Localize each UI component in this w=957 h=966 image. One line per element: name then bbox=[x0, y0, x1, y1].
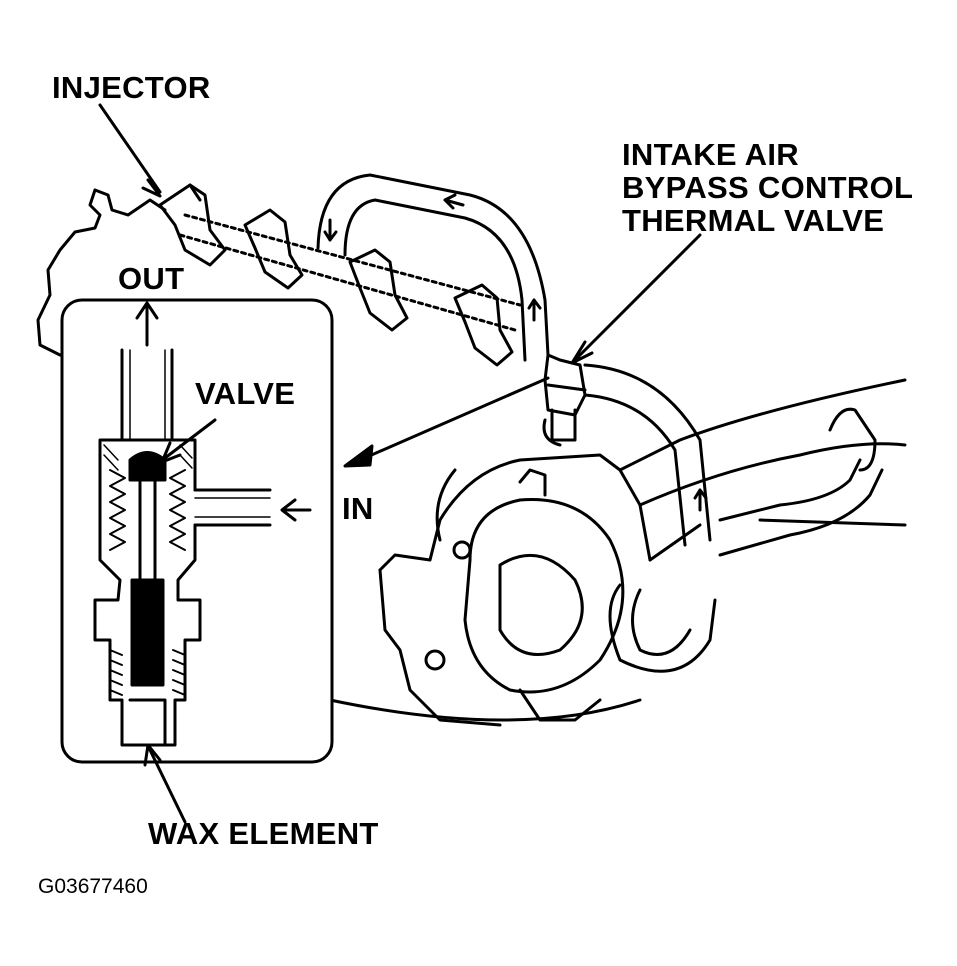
injector-label: INJECTOR bbox=[52, 70, 211, 105]
out-arrow bbox=[135, 301, 159, 347]
valve-leader bbox=[160, 418, 217, 464]
lower-bypass-hose bbox=[583, 363, 884, 673]
injector-3 bbox=[348, 248, 409, 332]
inset-pointer-arrow bbox=[343, 376, 550, 468]
thermal-valve-label-line1: INTAKE AIR bbox=[622, 137, 799, 172]
injector-1 bbox=[158, 183, 227, 267]
valve-cutaway bbox=[93, 301, 312, 747]
upper-bypass-hose bbox=[316, 173, 550, 362]
wax-cylinder bbox=[130, 578, 165, 687]
thermal-valve-leader bbox=[570, 233, 702, 365]
thermal-valve-label-line2: BYPASS CONTROL bbox=[622, 170, 914, 205]
engine-outline bbox=[36, 188, 642, 722]
in-arrow bbox=[280, 498, 312, 522]
thermal-valve-label: INTAKE AIR BYPASS CONTROL THERMAL VALVE bbox=[622, 138, 913, 237]
inset-panel bbox=[60, 298, 334, 764]
flow-arrow-right bbox=[527, 298, 542, 322]
wax-element-leader bbox=[143, 743, 187, 824]
flow-arrow-lower bbox=[693, 488, 708, 512]
injector-2 bbox=[243, 208, 304, 290]
injector-4 bbox=[453, 283, 514, 367]
return-spring bbox=[109, 469, 186, 551]
injector-leader bbox=[98, 103, 162, 198]
thermal-valve-label-line3: THERMAL VALVE bbox=[622, 203, 885, 238]
throttle-body bbox=[378, 378, 907, 727]
flow-arrow-top bbox=[443, 193, 465, 210]
thermal-valve-body bbox=[542, 353, 587, 447]
wax-element-label: WAX ELEMENT bbox=[148, 816, 379, 851]
in-label: IN bbox=[342, 491, 374, 526]
valve-label: VALVE bbox=[195, 376, 296, 411]
flow-arrow-left bbox=[323, 218, 338, 242]
out-label: OUT bbox=[118, 261, 185, 296]
thread-marks bbox=[109, 649, 186, 696]
figure-code: G03677460 bbox=[38, 875, 148, 898]
